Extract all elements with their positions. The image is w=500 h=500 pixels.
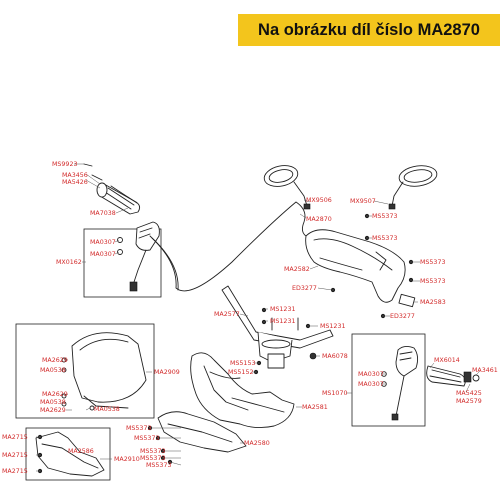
throttle-cable[interactable] (149, 201, 307, 292)
windscreen[interactable] (61, 332, 147, 411)
part-number-banner: Na obrázku díl číslo MA2870 (238, 14, 500, 46)
label-ma0307-c[interactable]: MA0307 (358, 371, 384, 378)
label-ma2909[interactable]: MA2909 (154, 369, 180, 376)
label-mx9506[interactable]: MX9506 (306, 197, 332, 204)
label-ms5153[interactable]: MS5153 (230, 360, 255, 367)
label-ms1070[interactable]: MS1070 (322, 390, 347, 397)
handlebar[interactable] (221, 285, 334, 369)
left-switch-housing[interactable] (117, 221, 160, 292)
label-ms1231-b[interactable]: MS1231 (270, 318, 295, 325)
label-ms5152[interactable]: MS5152 (228, 369, 253, 376)
label-ma3456[interactable]: MA3456 (62, 172, 88, 179)
windscreen-box (15, 323, 155, 419)
label-ms5373-c[interactable]: MS5373 (420, 259, 445, 266)
label-ms5373-d[interactable]: MS5373 (420, 278, 445, 285)
label-ma2577[interactable]: MA2577 (214, 311, 240, 318)
label-ma0307-d[interactable]: MA0307 (358, 381, 384, 388)
label-ma6078[interactable]: MA6078 (322, 353, 348, 360)
leader-lines (36, 163, 481, 472)
label-ma2715-b[interactable]: MA2715 (2, 452, 28, 459)
label-ma2870[interactable]: MA2870 (306, 216, 332, 223)
label-ma2581[interactable]: MA2581 (302, 404, 328, 411)
label-ma0538-a[interactable]: MA0538 (40, 367, 66, 374)
label-mx9507[interactable]: MX9507 (350, 198, 376, 205)
label-ms1231-c[interactable]: MS1231 (320, 323, 345, 330)
label-ma3461[interactable]: MA3461 (472, 367, 498, 374)
lower-panel[interactable] (157, 411, 247, 453)
label-ma0538-c[interactable]: MA0538 (94, 406, 120, 413)
label-ma2629-a[interactable]: MA2629 (42, 357, 68, 364)
front-inner-cover[interactable] (190, 352, 295, 429)
label-mx6014[interactable]: MX6014 (434, 357, 460, 364)
right-mirror[interactable] (388, 163, 438, 210)
front-upper-cover[interactable] (305, 229, 406, 303)
right-switch-housing[interactable] (381, 345, 419, 421)
label-ed3277-a[interactable]: ED3277 (292, 285, 317, 292)
left-switch-box (83, 228, 162, 298)
label-ma2910[interactable]: MA2910 (114, 456, 140, 463)
banner-title: Na obrázku díl číslo MA2870 (258, 20, 480, 39)
label-ma5426[interactable]: MA5426 (62, 179, 88, 186)
label-ed3277-b[interactable]: ED3277 (390, 313, 415, 320)
label-ma2586[interactable]: MA2586 (68, 448, 94, 455)
label-ma0538-b[interactable]: MA0538 (40, 399, 66, 406)
label-mx0162[interactable]: MX0162 (56, 259, 82, 266)
label-ms5373-g[interactable]: MS5373 (140, 448, 165, 455)
label-ms9923[interactable]: MS9923 (52, 161, 77, 168)
label-ma0307-a[interactable]: MA0307 (90, 239, 116, 246)
label-ma5425[interactable]: MA5425 (456, 390, 482, 397)
label-ma2629-c[interactable]: MA2629 (40, 407, 66, 414)
bottom-cover-box (25, 427, 111, 481)
part-labels: MS9923 MA3456 MA5426 MA7038 MA0307 MA030… (2, 161, 498, 475)
label-ma2715-a[interactable]: MA2715 (2, 434, 28, 441)
left-grip[interactable] (83, 163, 141, 215)
label-ms1231-a[interactable]: MS1231 (270, 306, 295, 313)
label-ma2715-c[interactable]: MA2715 (2, 468, 28, 475)
label-ma2629-b[interactable]: MA2629 (42, 391, 68, 398)
label-ms5373-e[interactable]: MS5373 (126, 425, 151, 432)
label-ma2582[interactable]: MA2582 (284, 266, 310, 273)
right-grip[interactable] (426, 365, 480, 387)
right-switch-box (351, 333, 426, 427)
label-ma2583[interactable]: MA2583 (420, 299, 446, 306)
label-ma2579[interactable]: MA2579 (456, 398, 482, 405)
label-ms5373-i[interactable]: MS5373 (146, 462, 171, 469)
small-block[interactable] (398, 293, 416, 308)
left-mirror[interactable] (262, 163, 311, 210)
label-ms5373-a[interactable]: MS5373 (372, 213, 397, 220)
label-ms5373-h[interactable]: MS5373 (140, 455, 165, 462)
label-ma7038[interactable]: MA7038 (90, 210, 116, 217)
bottom-left-cover[interactable] (35, 431, 105, 477)
label-ms5373-b[interactable]: MS5373 (372, 235, 397, 242)
label-ms5373-f[interactable]: MS5373 (134, 435, 159, 442)
label-ma0307-b[interactable]: MA0307 (90, 251, 116, 258)
label-ma2580[interactable]: MA2580 (244, 440, 270, 447)
